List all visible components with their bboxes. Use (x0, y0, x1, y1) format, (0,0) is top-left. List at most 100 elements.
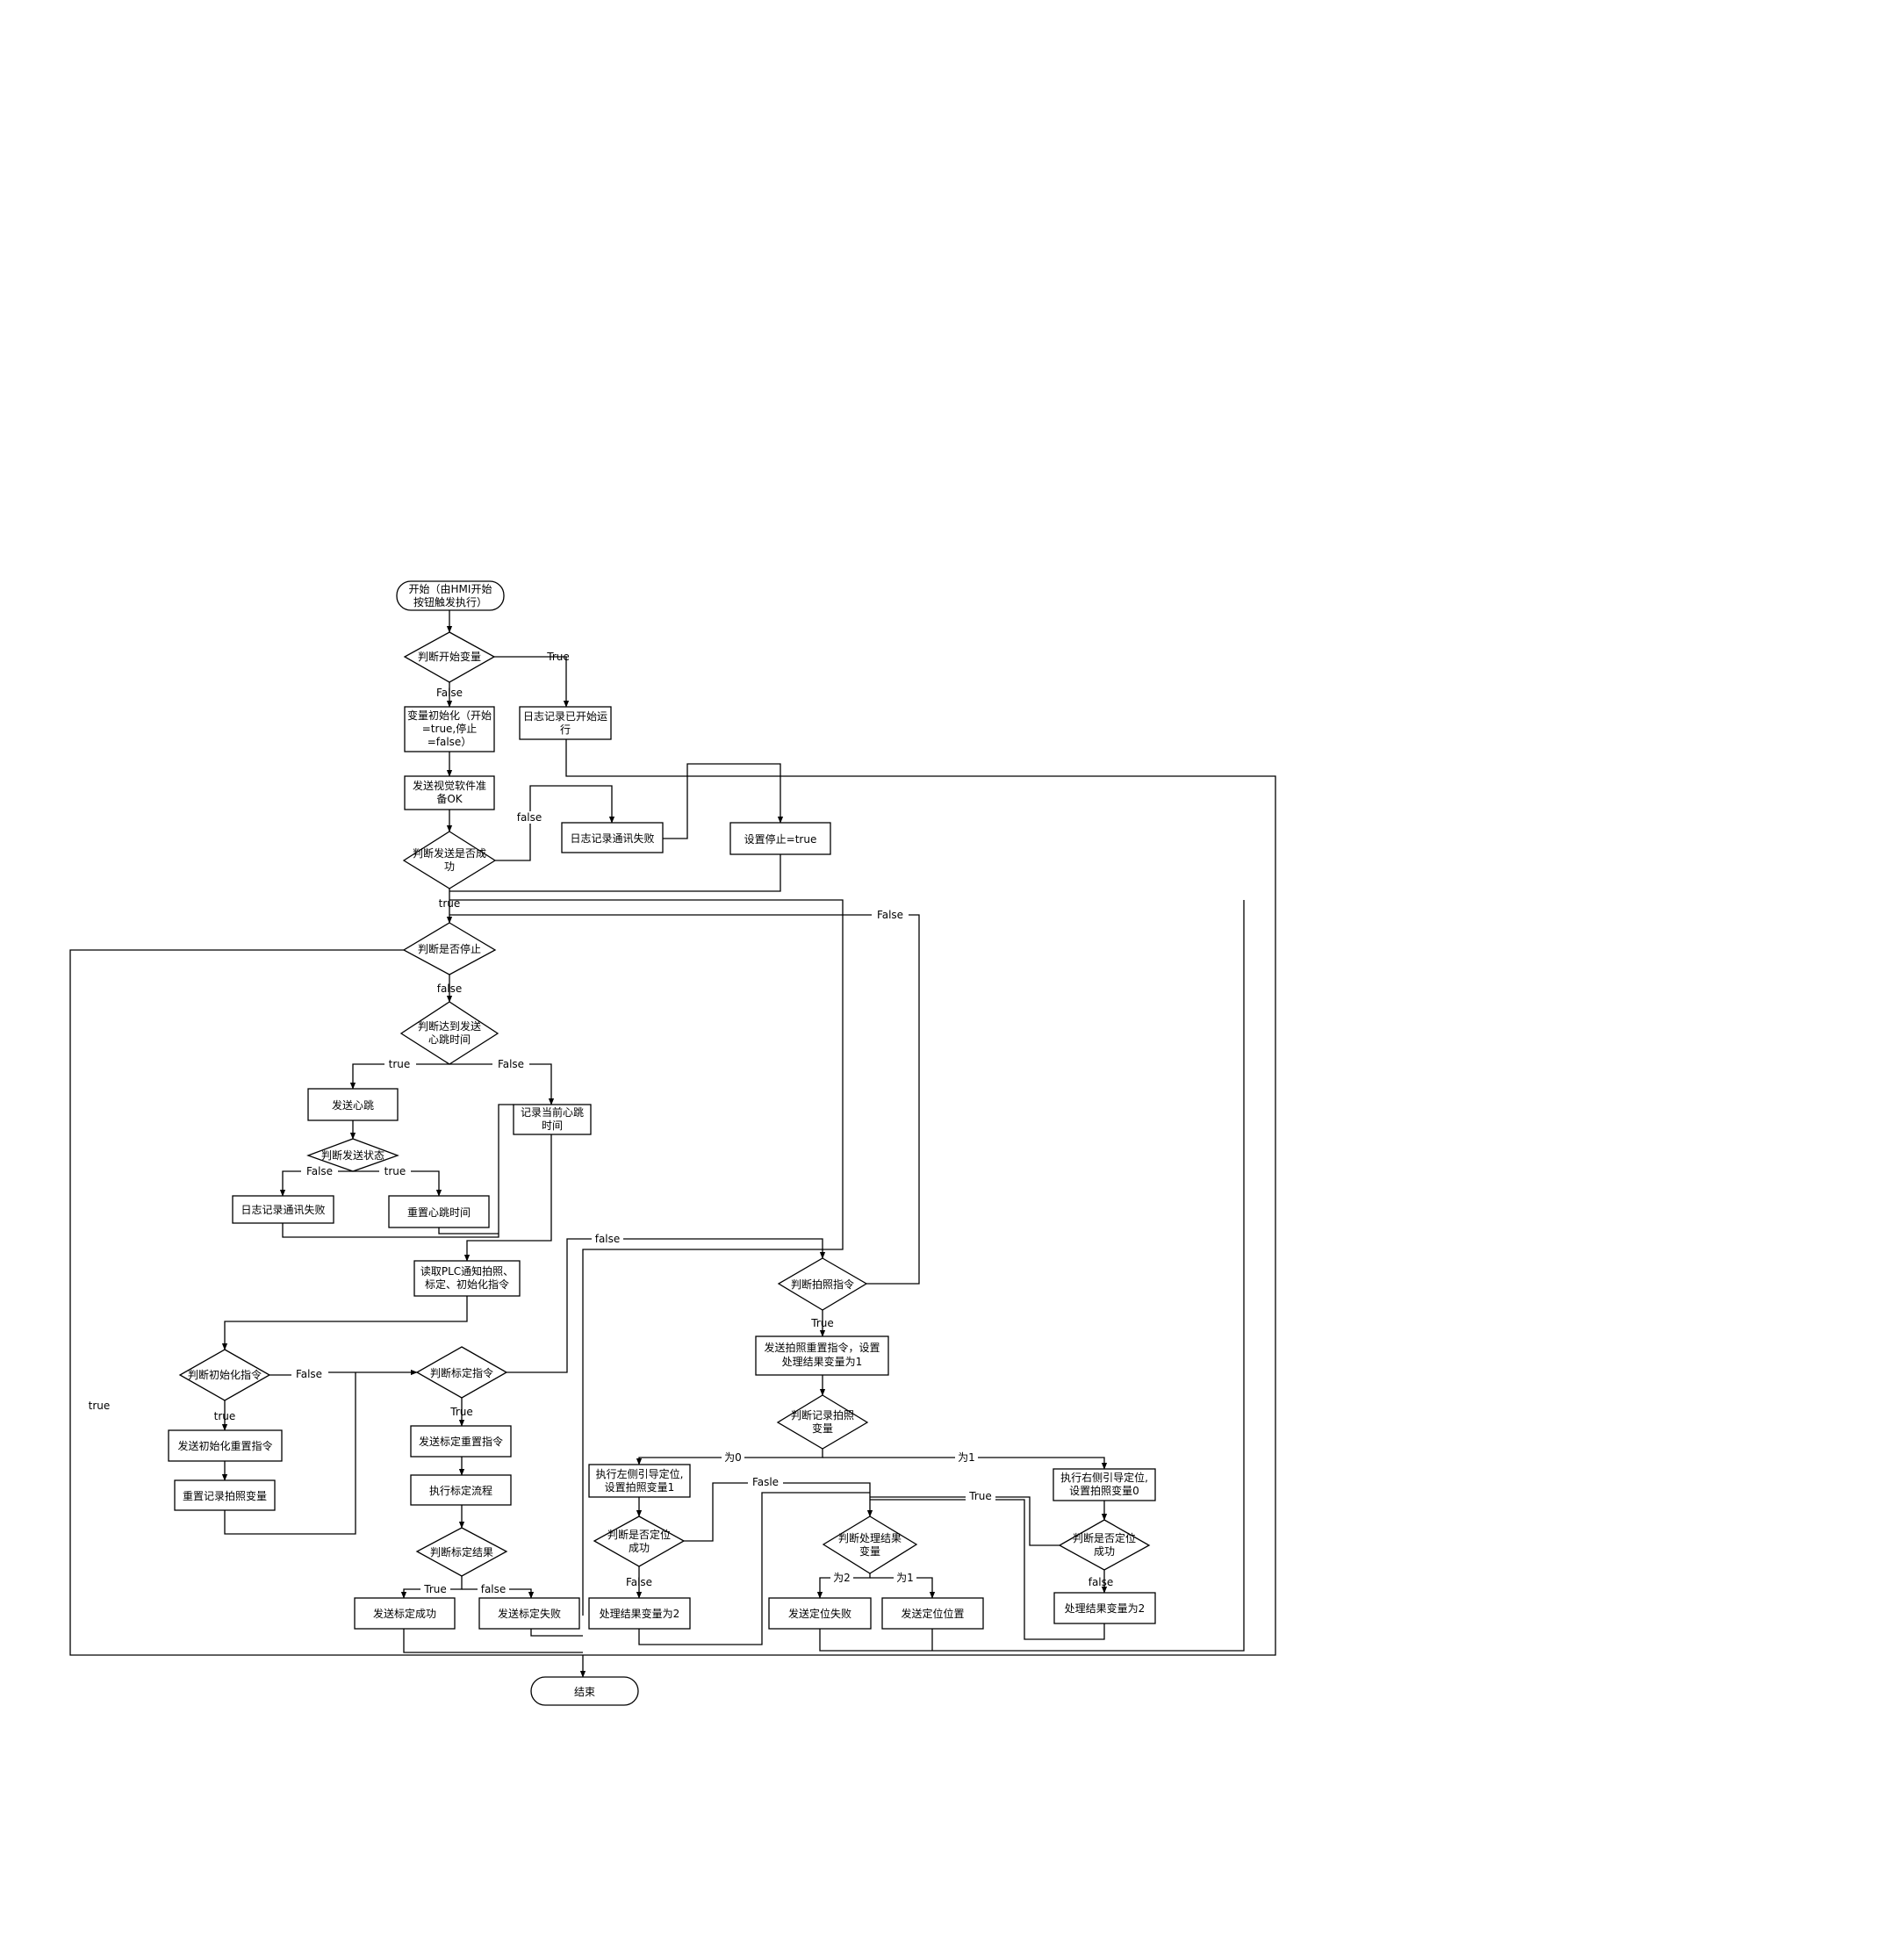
edge-labels: True False false true False true false t… (84, 651, 1113, 1596)
run-calib-label: 执行标定流程 (428, 1484, 492, 1497)
set-stop-label: 设置停止=true (744, 832, 817, 846)
start-terminal: 开始（由HMI开始按钮触发执行） (396, 580, 505, 611)
record-heartbeat-label: 记录当前心跳时间 (520, 1106, 584, 1132)
check-start-var-label: 判断开始变量 (417, 651, 481, 663)
check-send-label: 判断发送是否成功 (413, 847, 486, 873)
edge-label-state-false: False (306, 1165, 333, 1177)
send-heartbeat-label: 发送心跳 (331, 1098, 374, 1112)
send-calib-reset-process: 发送标定重置指令 (410, 1425, 512, 1458)
check-send-state-label: 判断发送状态 (320, 1149, 384, 1162)
start-label: 开始（由HMI开始按钮触发执行） (408, 582, 492, 608)
edge-label-state-true: true (384, 1165, 406, 1177)
log-started-process: 日志记录已开始运行 (519, 706, 612, 740)
send-calib-fail-process: 发送标定失败 (478, 1597, 580, 1630)
edge-label-photo-true: True (810, 1317, 834, 1329)
send-photo-reset-process: 发送拍照重置指令，设置处理结果变量为1 (755, 1335, 889, 1376)
read-plc-process: 读取PLC通知拍照、标定、初始化指令 (413, 1260, 521, 1297)
edge-res-1 (870, 1577, 936, 1599)
check-photo-cmd-label: 判断拍照指令 (790, 1278, 854, 1291)
set-result-2-left-process: 处理结果变量为2 (588, 1597, 691, 1630)
edge-label-photo-false: False (877, 909, 903, 921)
send-locate-pos-process: 发送定位位置 (881, 1597, 984, 1630)
check-photo-record-label: 判断记录拍照变量 (790, 1409, 854, 1435)
check-calib-cmd-label: 判断标定指令 (429, 1366, 493, 1379)
edge-label-hb-false: False (498, 1058, 524, 1070)
edge-check-start-true (494, 656, 570, 708)
log-comm-fail-label: 日志记录通讯失败 (241, 1204, 326, 1216)
record-heartbeat-process: 记录当前心跳时间 (513, 1104, 592, 1135)
edge-label-stop-true: true (89, 1400, 111, 1412)
check-photo-cmd-decision: 判断拍照指令 (777, 1257, 868, 1311)
exec-left-process: 执行左侧引导定位,设置拍照变量1 (588, 1464, 691, 1498)
edge-label-rec-1: 为1 (958, 1451, 975, 1464)
edge-log-started-loop (69, 739, 1276, 1656)
check-calib-result-label: 判断标定结果 (429, 1546, 493, 1558)
check-calib-cmd-decision: 判断标定指令 (415, 1346, 508, 1399)
edge-res2-left-loop (638, 1492, 870, 1645)
read-plc-label: 读取PLC通知拍照、标定、初始化指令 (420, 1265, 514, 1291)
check-heartbeat-time-label: 判断达到发送心跳时间 (417, 1020, 481, 1046)
edge-photo-false-loop (449, 914, 920, 1285)
edge-setstop-back (449, 854, 781, 892)
edge-label-result-false: false (481, 1583, 507, 1595)
check-locate-left-decision: 判断是否定位成功 (593, 1515, 686, 1567)
edge-logfail-to-setstop (663, 763, 784, 839)
check-photo-record-decision: 判断记录拍照变量 (776, 1394, 869, 1450)
send-photo-reset-label: 发送拍照重置指令，设置处理结果变量为1 (764, 1342, 880, 1368)
edge-label-init-false: False (296, 1368, 322, 1380)
edge-label-init-true: true (214, 1410, 236, 1422)
edge-calibok-merge (403, 1629, 583, 1653)
send-calib-ok-process: 发送标定成功 (354, 1597, 456, 1630)
log-comm-fail-top-process: 日志记录通讯失败 (561, 822, 664, 853)
edge-dev-loop (449, 899, 844, 1616)
edge-label-start-true: True (546, 651, 570, 663)
edge-right-true (870, 1496, 1060, 1546)
check-locate-right-decision: 判断是否定位成功 (1058, 1519, 1151, 1571)
exec-right-label: 执行右侧引导定位,设置拍照变量0 (1060, 1472, 1148, 1497)
reset-photo-var-label: 重置记录拍照变量 (182, 1489, 267, 1502)
check-calib-result-decision: 判断标定结果 (415, 1527, 508, 1577)
edge-label-send-false: false (517, 811, 542, 824)
check-start-var-decision: 判断开始变量 (403, 631, 496, 683)
edge-label-start-false: False (436, 687, 463, 699)
edge-label-result-true: True (423, 1583, 447, 1595)
log-comm-fail-top-label: 日志记录通讯失败 (570, 831, 655, 845)
edge-label-calib-false: false (595, 1233, 621, 1245)
send-heartbeat-process: 发送心跳 (307, 1088, 399, 1121)
edge-merge-left (282, 1104, 514, 1238)
check-heartbeat-time-decision: 判断达到发送心跳时间 (399, 1001, 499, 1065)
send-ready-process: 发送视觉软件准备OK (404, 775, 495, 810)
check-init-cmd-decision: 判断初始化指令 (178, 1349, 271, 1401)
edge-hb-true (349, 1063, 449, 1090)
end-terminal: 结束 (530, 1676, 639, 1706)
edge-label-send-true: true (439, 897, 461, 910)
set-result-2-right-process: 处理结果变量为2 (1053, 1592, 1156, 1624)
send-locate-pos-label: 发送定位位置 (901, 1608, 965, 1620)
run-calib-process: 执行标定流程 (410, 1474, 512, 1506)
edge-locate-merge (819, 900, 1245, 1652)
edge-rec-1 (823, 1457, 1108, 1470)
edge-label-left-fasle: Fasle (752, 1476, 779, 1488)
send-ready-label: 发送视觉软件准备OK (412, 780, 486, 805)
edge-label-hb-true: true (389, 1058, 411, 1070)
edge-send-false (495, 785, 615, 861)
send-init-reset-process: 发送初始化重置指令 (168, 1429, 283, 1462)
edge-label-rec-0: 为0 (724, 1451, 742, 1464)
check-locate-left-label: 判断是否定位成功 (607, 1529, 671, 1554)
exec-right-process: 执行右侧引导定位,设置拍照变量0 (1053, 1468, 1156, 1501)
edge-left-fasle (684, 1482, 873, 1542)
edge-label-calib-true: True (449, 1406, 473, 1418)
edge-read-to-init (221, 1296, 468, 1350)
send-calib-ok-label: 发送标定成功 (372, 1608, 436, 1620)
init-vars-process: 变量初始化（开始=true,停止=false） (404, 706, 495, 752)
reset-heartbeat-label: 重置心跳时间 (406, 1206, 471, 1219)
edge-label-res-2: 为2 (833, 1572, 851, 1584)
check-send-state-decision: 判断发送状态 (306, 1138, 399, 1172)
edge-hb-false (449, 1063, 555, 1105)
edge-calib-false (507, 1238, 826, 1373)
send-init-reset-label: 发送初始化重置指令 (177, 1440, 273, 1452)
reset-photo-var-process: 重置记录拍照变量 (174, 1479, 276, 1511)
exec-left-label: 执行左侧引导定位,设置拍照变量1 (595, 1467, 684, 1494)
check-stop-label: 判断是否停止 (417, 943, 481, 955)
